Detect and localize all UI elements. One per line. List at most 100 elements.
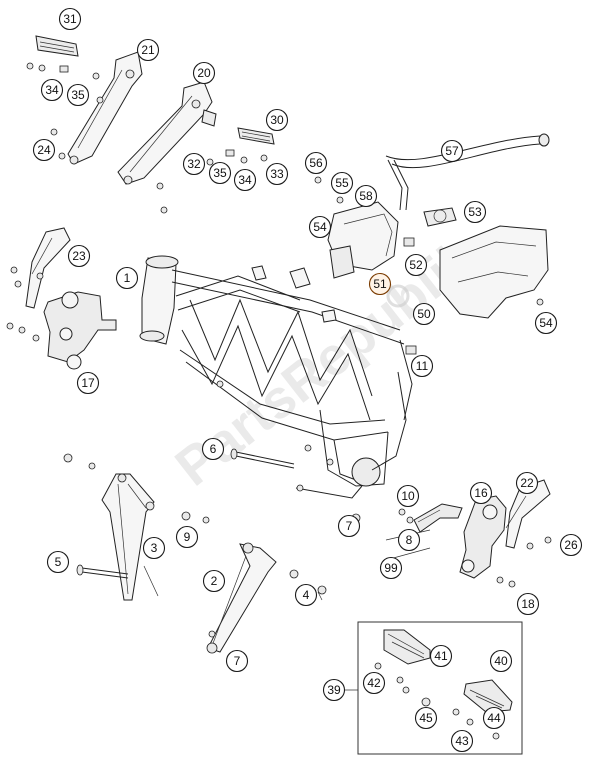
right-pedal-assembly (459, 479, 552, 588)
callout-circle (202, 569, 226, 593)
callout-circle (412, 302, 436, 326)
callout-label: 56 (309, 156, 323, 170)
callout-circle (40, 78, 64, 102)
callout-label: 7 (346, 519, 353, 533)
callout-4: 4 (294, 583, 318, 607)
callout-circle (67, 244, 91, 268)
callout-label: 8 (406, 533, 413, 547)
callout-18: 18 (516, 592, 540, 616)
callout-circle (463, 200, 487, 224)
callout-label: 43 (455, 734, 469, 748)
callout-circle (58, 7, 82, 31)
callout-54: 54 (308, 215, 332, 239)
callout-circle (515, 471, 539, 495)
callout-label: 34 (238, 173, 252, 187)
callout-20: 20 (192, 61, 216, 85)
callout-label: 34 (45, 83, 59, 97)
callout-label: 9 (184, 530, 191, 544)
rear-linkage (63, 444, 361, 654)
callout-32: 32 (182, 152, 206, 176)
callout-label: 39 (327, 683, 341, 697)
callout-circle (322, 678, 346, 702)
callout-57: 57 (440, 139, 464, 163)
callout-label: 45 (419, 711, 433, 725)
callout-circle (136, 38, 160, 62)
callout-label: 24 (37, 143, 51, 157)
callout-circle (489, 649, 513, 673)
callout-circle (201, 437, 225, 461)
callout-label: 32 (187, 157, 201, 171)
callout-circle (368, 272, 392, 296)
callout-circle (414, 706, 438, 730)
callout-53: 53 (463, 200, 487, 224)
callout-label: 1 (124, 271, 131, 285)
callout-5: 5 (46, 550, 70, 574)
callout-circle (225, 649, 249, 673)
callout-label: 21 (141, 43, 155, 57)
callout-circle (440, 139, 464, 163)
callout-circle (32, 138, 56, 162)
callout-11: 11 (410, 354, 434, 378)
callout-9: 9 (175, 525, 199, 549)
callout-label: 23 (72, 249, 86, 263)
callout-circle (397, 528, 421, 552)
callout-label: 31 (63, 12, 77, 26)
callout-1: 1 (115, 266, 139, 290)
callout-label: 10 (401, 489, 415, 503)
callout-label: 41 (434, 649, 448, 663)
callout-layer: 1234567789101116171820212223242630313233… (32, 7, 583, 753)
callout-label: 42 (367, 676, 381, 690)
callout-label: 2 (211, 574, 218, 588)
callout-99: 99 (379, 556, 403, 580)
callout-circle (559, 533, 583, 557)
callout-circle (265, 162, 289, 186)
callout-circle (379, 556, 403, 580)
callout-7b: 7 (225, 649, 249, 673)
callout-label: 57 (445, 144, 459, 158)
callout-35: 35 (66, 83, 90, 107)
callout-2: 2 (202, 569, 226, 593)
callout-17: 17 (76, 371, 100, 395)
callout-circle (337, 514, 361, 538)
left-pedal-assembly (6, 227, 117, 370)
callout-44: 44 (482, 706, 506, 730)
callout-30: 30 (265, 108, 289, 132)
callout-circle (265, 108, 289, 132)
callout-label: 53 (468, 205, 482, 219)
callout-label: 11 (416, 359, 429, 373)
callout-label: 58 (359, 189, 373, 203)
callout-22: 22 (515, 471, 539, 495)
callout-8: 8 (397, 528, 421, 552)
callout-label: 55 (335, 176, 349, 190)
callout-label: 20 (197, 66, 211, 80)
callout-label: 35 (213, 166, 227, 180)
callout-circle (404, 253, 428, 277)
footpeg-kit-box (357, 621, 523, 755)
callout-label: 35 (71, 88, 85, 102)
callout-circle (308, 215, 332, 239)
callout-54b: 54 (534, 311, 558, 335)
callout-label: 51 (373, 277, 387, 291)
callout-16: 16 (469, 481, 493, 505)
callout-26: 26 (559, 533, 583, 557)
callout-label: 99 (384, 561, 398, 575)
callout-circle (354, 184, 378, 208)
callout-label: 50 (417, 307, 431, 321)
callout-label: 4 (303, 588, 310, 602)
callout-31: 31 (58, 7, 82, 31)
callout-label: 54 (313, 220, 327, 234)
callout-41: 41 (429, 644, 453, 668)
callout-label: 3 (151, 541, 158, 555)
callout-34: 34 (40, 78, 64, 102)
callout-circle (66, 83, 90, 107)
callout-label: 22 (520, 476, 534, 490)
footpeg-kit (374, 629, 513, 740)
callout-45: 45 (414, 706, 438, 730)
callout-3: 3 (142, 536, 166, 560)
callout-circle (362, 671, 386, 695)
callout-label: 52 (409, 258, 423, 272)
callout-52: 52 (404, 253, 428, 277)
callout-circle (396, 484, 420, 508)
watermark-gear-icon (386, 284, 410, 308)
